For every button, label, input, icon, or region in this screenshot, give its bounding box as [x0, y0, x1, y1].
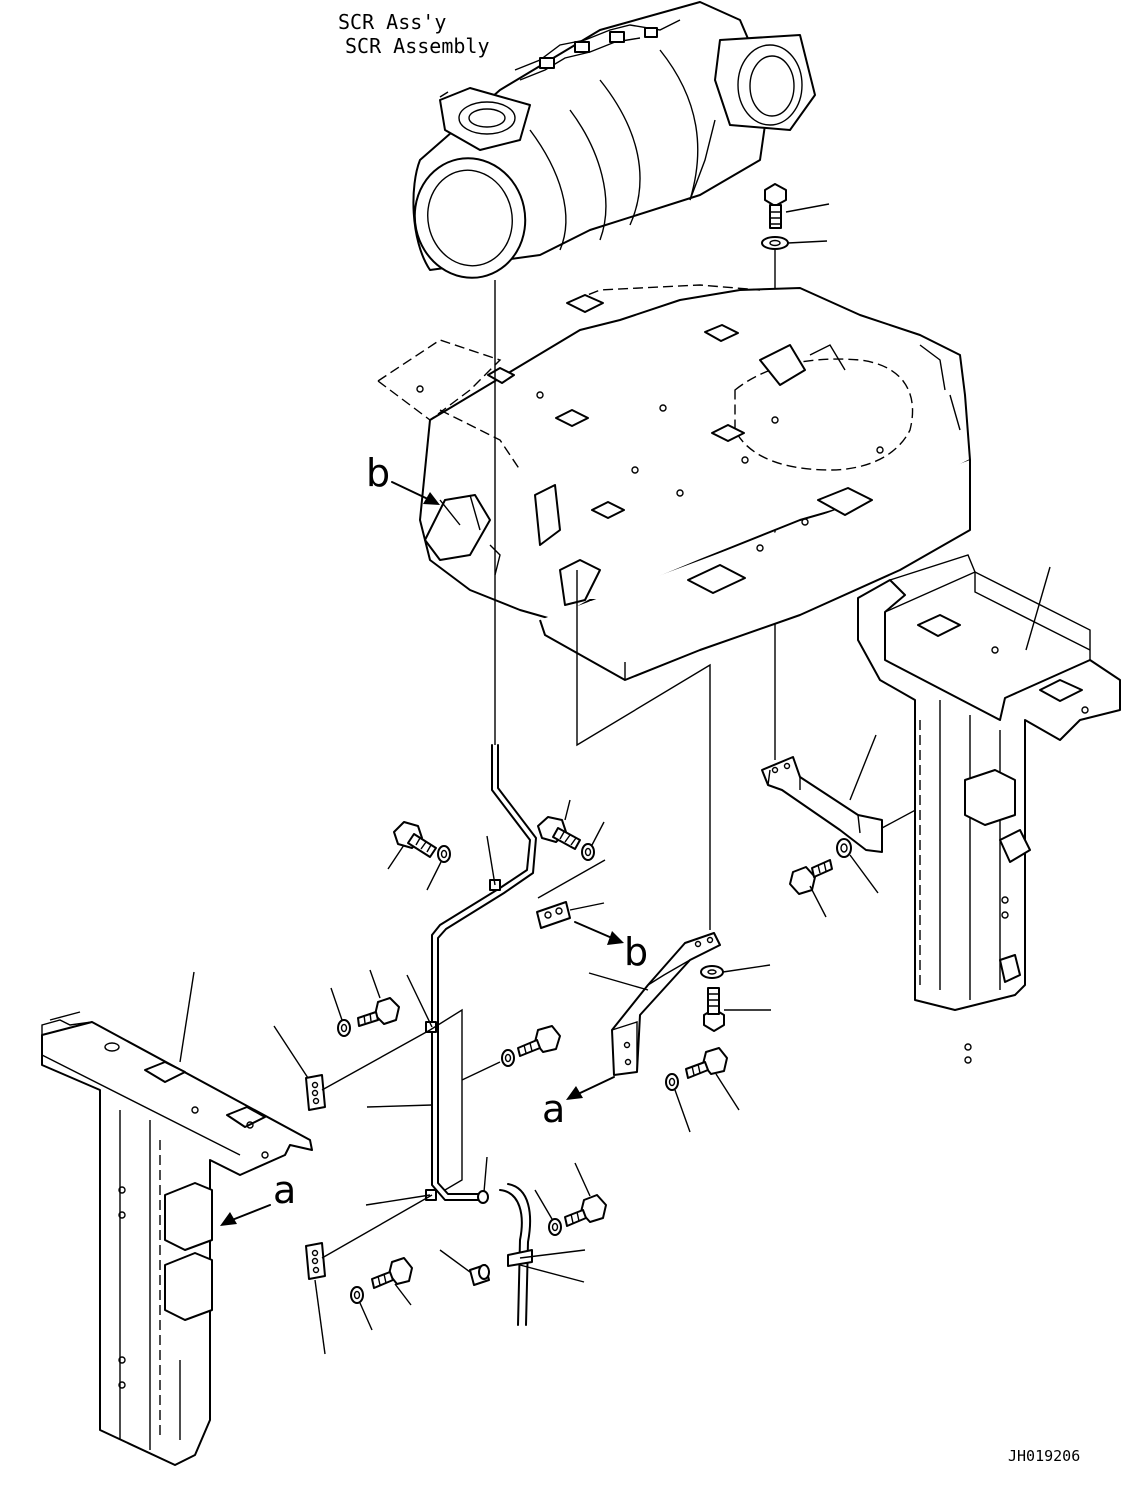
bolt-low-right: [685, 1047, 740, 1111]
left-column: [41, 971, 313, 1466]
view-label-a-bracket: a: [542, 1087, 565, 1131]
washer-low-center: [534, 1189, 562, 1236]
washer-mid-left: [330, 987, 351, 1037]
view-arrow-b-bracket: b: [574, 921, 648, 974]
washer-right-a: [700, 964, 771, 979]
washer-upper-left: [426, 845, 451, 891]
clamp-plate-mid-left: [273, 1025, 326, 1111]
clamp-plate-upper: [536, 859, 606, 929]
assembly-lines: [494, 280, 711, 930]
washer-upper-center: [581, 821, 605, 861]
bolt-low-center: [564, 1162, 607, 1227]
upper-frame: [376, 284, 971, 681]
bolt-right-a: [703, 987, 771, 1032]
bolt-upper-center: [537, 799, 581, 850]
bolt-upper-left: [387, 821, 437, 870]
view-label-b-top: b: [366, 451, 390, 495]
washer-top-right: [761, 236, 828, 250]
washer-mid-center: [501, 1049, 515, 1067]
bolt-mid-center: [517, 1025, 561, 1057]
washer-low-right: [665, 1073, 691, 1133]
bolt-right-bracket: [789, 859, 833, 918]
bolt-top-right: [764, 183, 830, 229]
title-line-2: SCR Assembly: [345, 34, 490, 58]
washer-low-left: [350, 1286, 373, 1331]
right-column: [857, 554, 1121, 1064]
bolt-low-left: [371, 1257, 413, 1306]
clamp-plate-low-left: [305, 1242, 326, 1355]
sensor-tube: [425, 744, 537, 1204]
view-label-b-bracket: b: [624, 930, 648, 974]
view-arrow-b-top: b: [366, 451, 440, 505]
view-arrow-a-left: a: [220, 1168, 296, 1226]
tube-routing-lines: [321, 835, 586, 1283]
bolt-mid-left: [357, 969, 400, 1027]
hose: [499, 1183, 533, 1326]
plug: [439, 1249, 490, 1286]
title-line-1: SCR Ass'y: [338, 10, 446, 34]
view-label-a-left: a: [273, 1168, 296, 1212]
support-bracket-right: [761, 734, 991, 853]
support-bracket-center: [588, 932, 721, 1076]
drawing-code: JH019206: [1008, 1447, 1080, 1465]
scr-assembly: [412, 1, 816, 279]
washer-right-bracket: [836, 838, 879, 894]
view-arrow-a-bracket: a: [542, 1076, 615, 1131]
